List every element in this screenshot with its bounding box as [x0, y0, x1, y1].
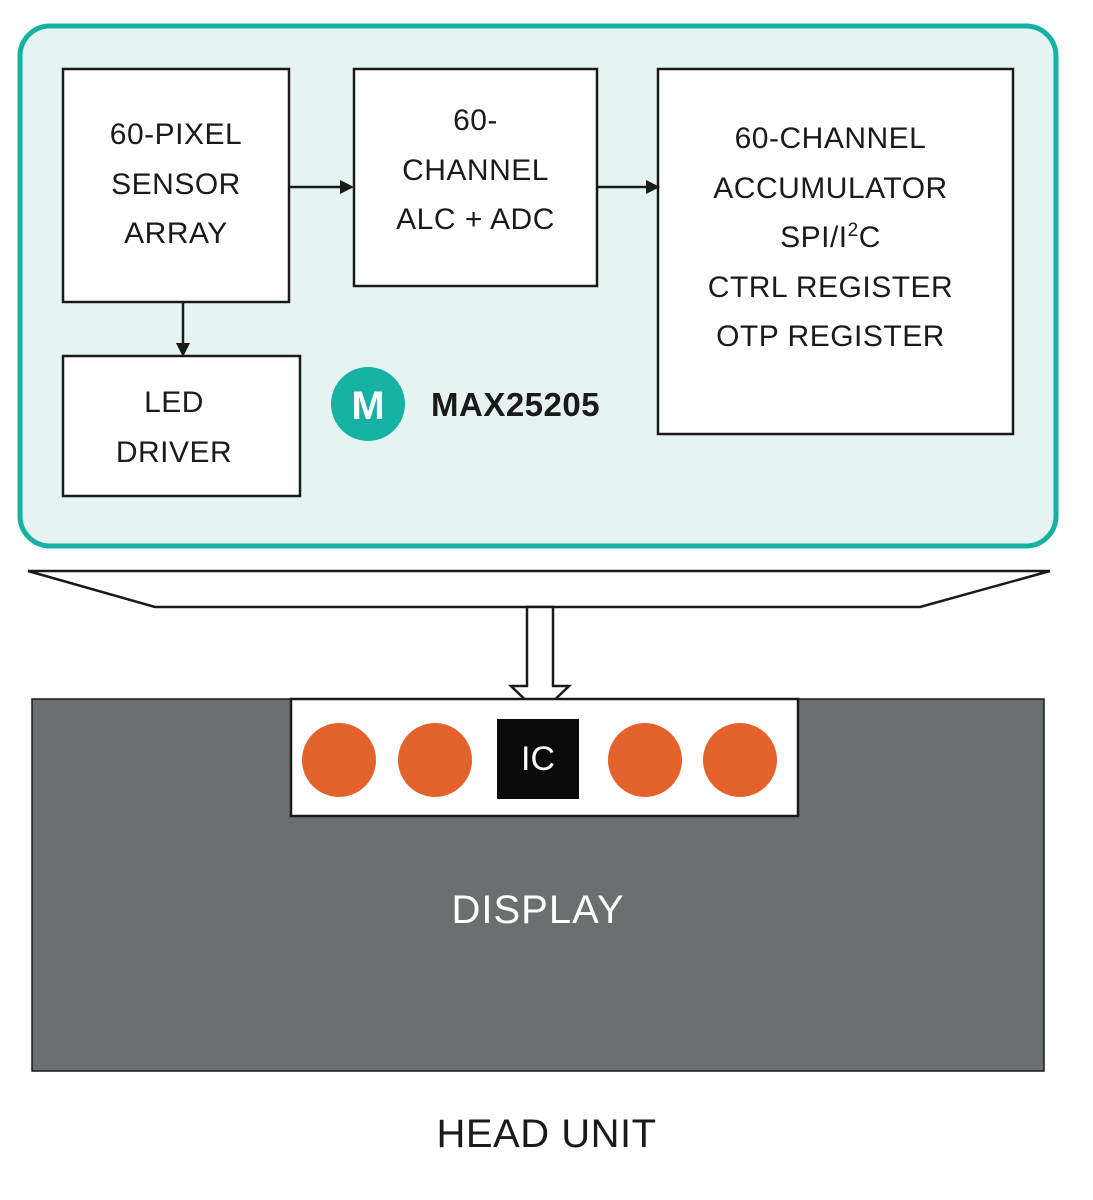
arrow-sensor-to-adc: [289, 180, 354, 194]
part-number: MAX25205: [431, 386, 601, 423]
callout-bracket: [27, 569, 1051, 609]
led-driver-block: [61, 354, 302, 498]
alc-adc-block: [352, 67, 599, 288]
arrow-sensor-to-led-driver: [176, 302, 190, 357]
accumulator-block: [656, 67, 1015, 436]
led-dot: [302, 723, 376, 797]
head-unit-caption: HEAD UNIT: [436, 1112, 657, 1156]
display-label: DISPLAY: [451, 888, 625, 932]
maxim-logo-icon: M: [331, 367, 405, 441]
led-dot: [703, 723, 777, 797]
svg-text:M: M: [351, 384, 384, 428]
ic-label: IC: [521, 739, 555, 778]
led-dot: [608, 723, 682, 797]
ic-package: [497, 719, 579, 799]
arrow-adc-to-accumulator: [597, 180, 660, 194]
led-dot: [398, 723, 472, 797]
sensor-array-block: [61, 67, 291, 304]
